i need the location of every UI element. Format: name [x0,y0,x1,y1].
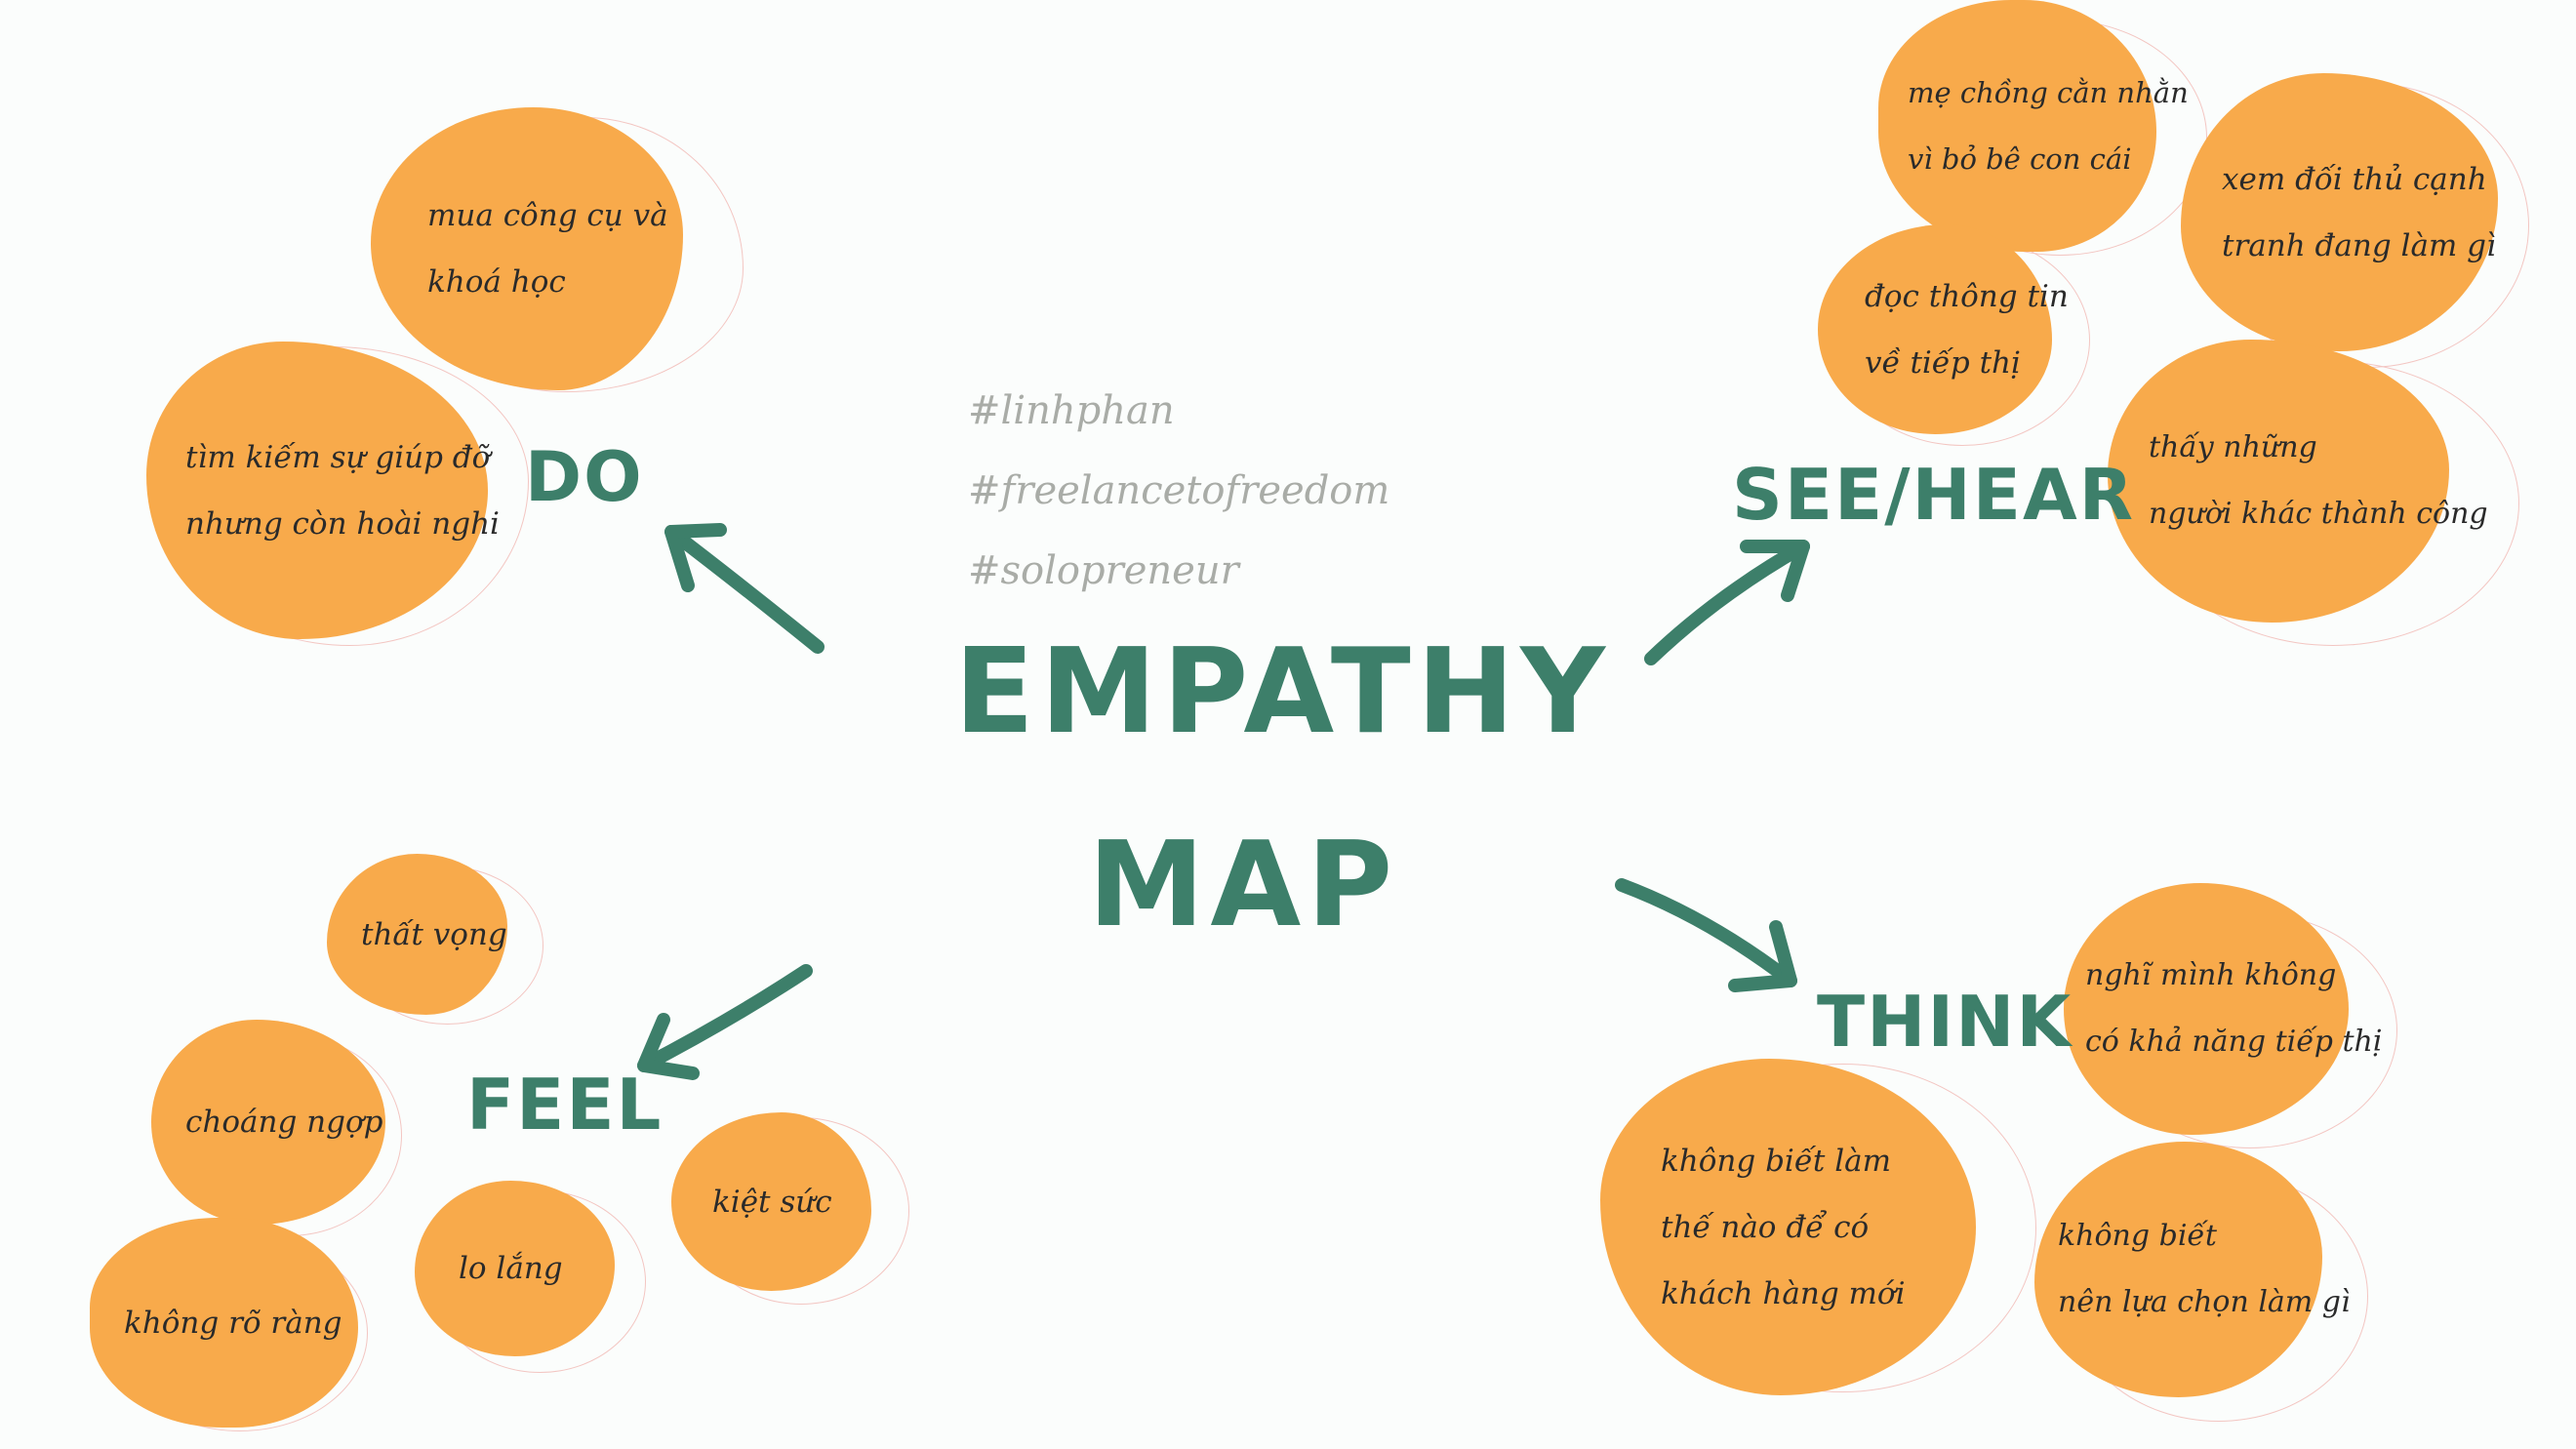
feel-bubble: thất vọng [327,854,507,1015]
bubble-text: mẹ chồng cằn nhằn [1908,76,2189,109]
see-hear-bubble: xem đối thủ cạnh tranh đang làm gì [2181,73,2498,351]
bubble-text: thất vọng [361,916,507,952]
quadrant-label-see-hear: SEE/HEAR [1732,454,2136,536]
think-bubble: không biết nên lựa chọn làm gì [2034,1142,2351,1397]
feel-bubble: không rõ ràng [90,1218,358,1428]
hashtag: #linhphan [968,388,1175,433]
bubble-text: nhưng còn hoài nghi [185,505,500,542]
bubble-text: khách hàng mới [1661,1275,1906,1311]
do-bubble: tìm kiếm sự giúp đỡ nhưng còn hoài nghi [146,342,500,639]
bubble-text: không rõ ràng [124,1305,342,1341]
bubble-text: tìm kiếm sự giúp đỡ [185,439,491,475]
bubble-text: có khả năng tiếp thị [2085,1025,2383,1059]
hashtag: #solopreneur [968,548,1239,593]
see-hear-bubble: đọc thông tin về tiếp thị [1818,224,2069,434]
bubble-text: người khác thành công [2149,497,2488,531]
bubble-text: nên lựa chọn làm gì [2058,1285,2351,1319]
arrow-to-see-hear [1644,540,1810,665]
feel-bubble: lo lắng [415,1181,615,1356]
do-bubble: mua công cụ và khoá học [371,107,683,390]
bubble-text: nghĩ mình không [2085,958,2337,992]
bubble-text: lo lắng [459,1251,563,1286]
bubble-text: thế nào để có [1661,1209,1870,1245]
bubble-text: khoá học [427,264,566,300]
bubble-text: choáng ngợp [185,1105,383,1140]
see-hear-bubble: thấy những người khác thành công [2108,340,2488,623]
bubble-text: đọc thông tin [1865,278,2069,314]
title-line-1: EMPATHY [954,624,1612,760]
bubble-text: thấy những [2149,430,2317,464]
bubble-text: kiệt sức [712,1184,832,1220]
arrow-to-think [1615,878,1797,992]
quadrant-label-think: THINK [1817,981,2073,1063]
bubble-text: không biết làm [1661,1143,1892,1179]
quadrant-label-feel: FEEL [466,1064,664,1146]
title-line-2: MAP [1088,818,1399,953]
think-bubble: nghĩ mình không có khả năng tiếp thị [2064,883,2383,1135]
bubble-text: tranh đang làm gì [2222,227,2496,263]
arrow-to-feel [637,964,813,1080]
bubble-text: xem đối thủ cạnh [2222,161,2487,197]
bubble-text: mua công cụ và [427,198,668,233]
bubble-text: vì bỏ bê con cái [1908,142,2132,176]
feel-bubble: kiệt sức [671,1112,871,1291]
hashtag: #freelancetofreedom [968,468,1390,513]
feel-bubble: choáng ngợp [151,1020,385,1225]
bubble-text: về tiếp thị [1865,344,2021,381]
bubble-text: không biết [2058,1219,2217,1253]
see-hear-bubble: mẹ chồng cằn nhằn vì bỏ bê con cái [1878,0,2189,252]
quadrant-label-do: DO [525,437,644,517]
think-bubble: không biết làm thế nào để có khách hàng … [1600,1059,1976,1395]
arrow-to-do [664,523,825,654]
